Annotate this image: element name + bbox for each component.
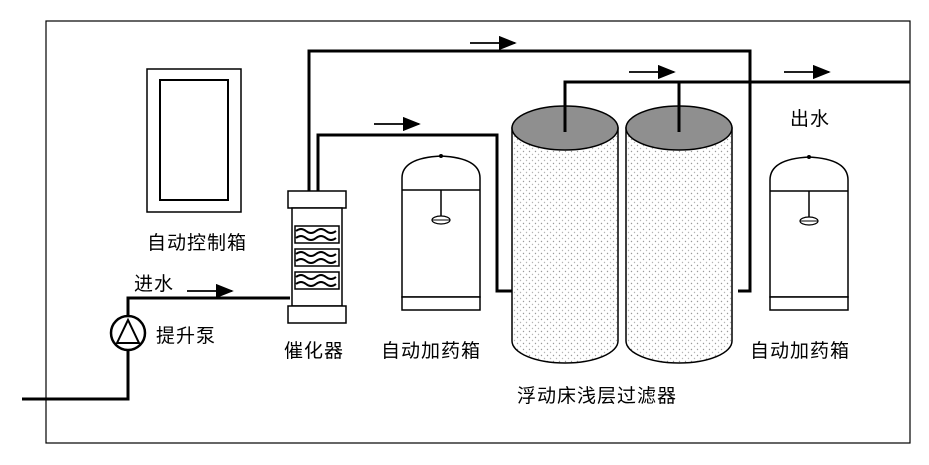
control-box-label: 自动控制箱: [147, 232, 247, 254]
pump-to-catalyzer-pipe: [126, 296, 290, 316]
water-out-label: 出水: [790, 108, 830, 130]
inlet-pipe: [22, 350, 130, 401]
lift-pump-icon: [109, 314, 147, 352]
control-box: [146, 68, 242, 213]
filter-label: 浮动床浅层过滤器: [517, 385, 677, 407]
water-in-label: 进水: [134, 273, 174, 295]
dosing-box-right: [769, 155, 849, 311]
dosing-box-right-label: 自动加药箱: [750, 340, 850, 362]
catalyzer: [287, 190, 347, 324]
dosing-box-left: [401, 154, 481, 311]
filter-vessel-1: [511, 105, 619, 364]
dosing-box-left-label: 自动加药箱: [381, 340, 481, 362]
catalyzer-to-dosing-pipe: [316, 133, 512, 293]
filter-1-outlet-pipe: [563, 80, 910, 132]
catalyzer-label: 催化器: [284, 340, 344, 362]
catalyzer-top-pipe: [307, 49, 752, 293]
filter-vessel-2: [625, 105, 733, 364]
lift-pump-label: 提升泵: [156, 325, 216, 347]
diagram-frame: [45, 20, 911, 444]
